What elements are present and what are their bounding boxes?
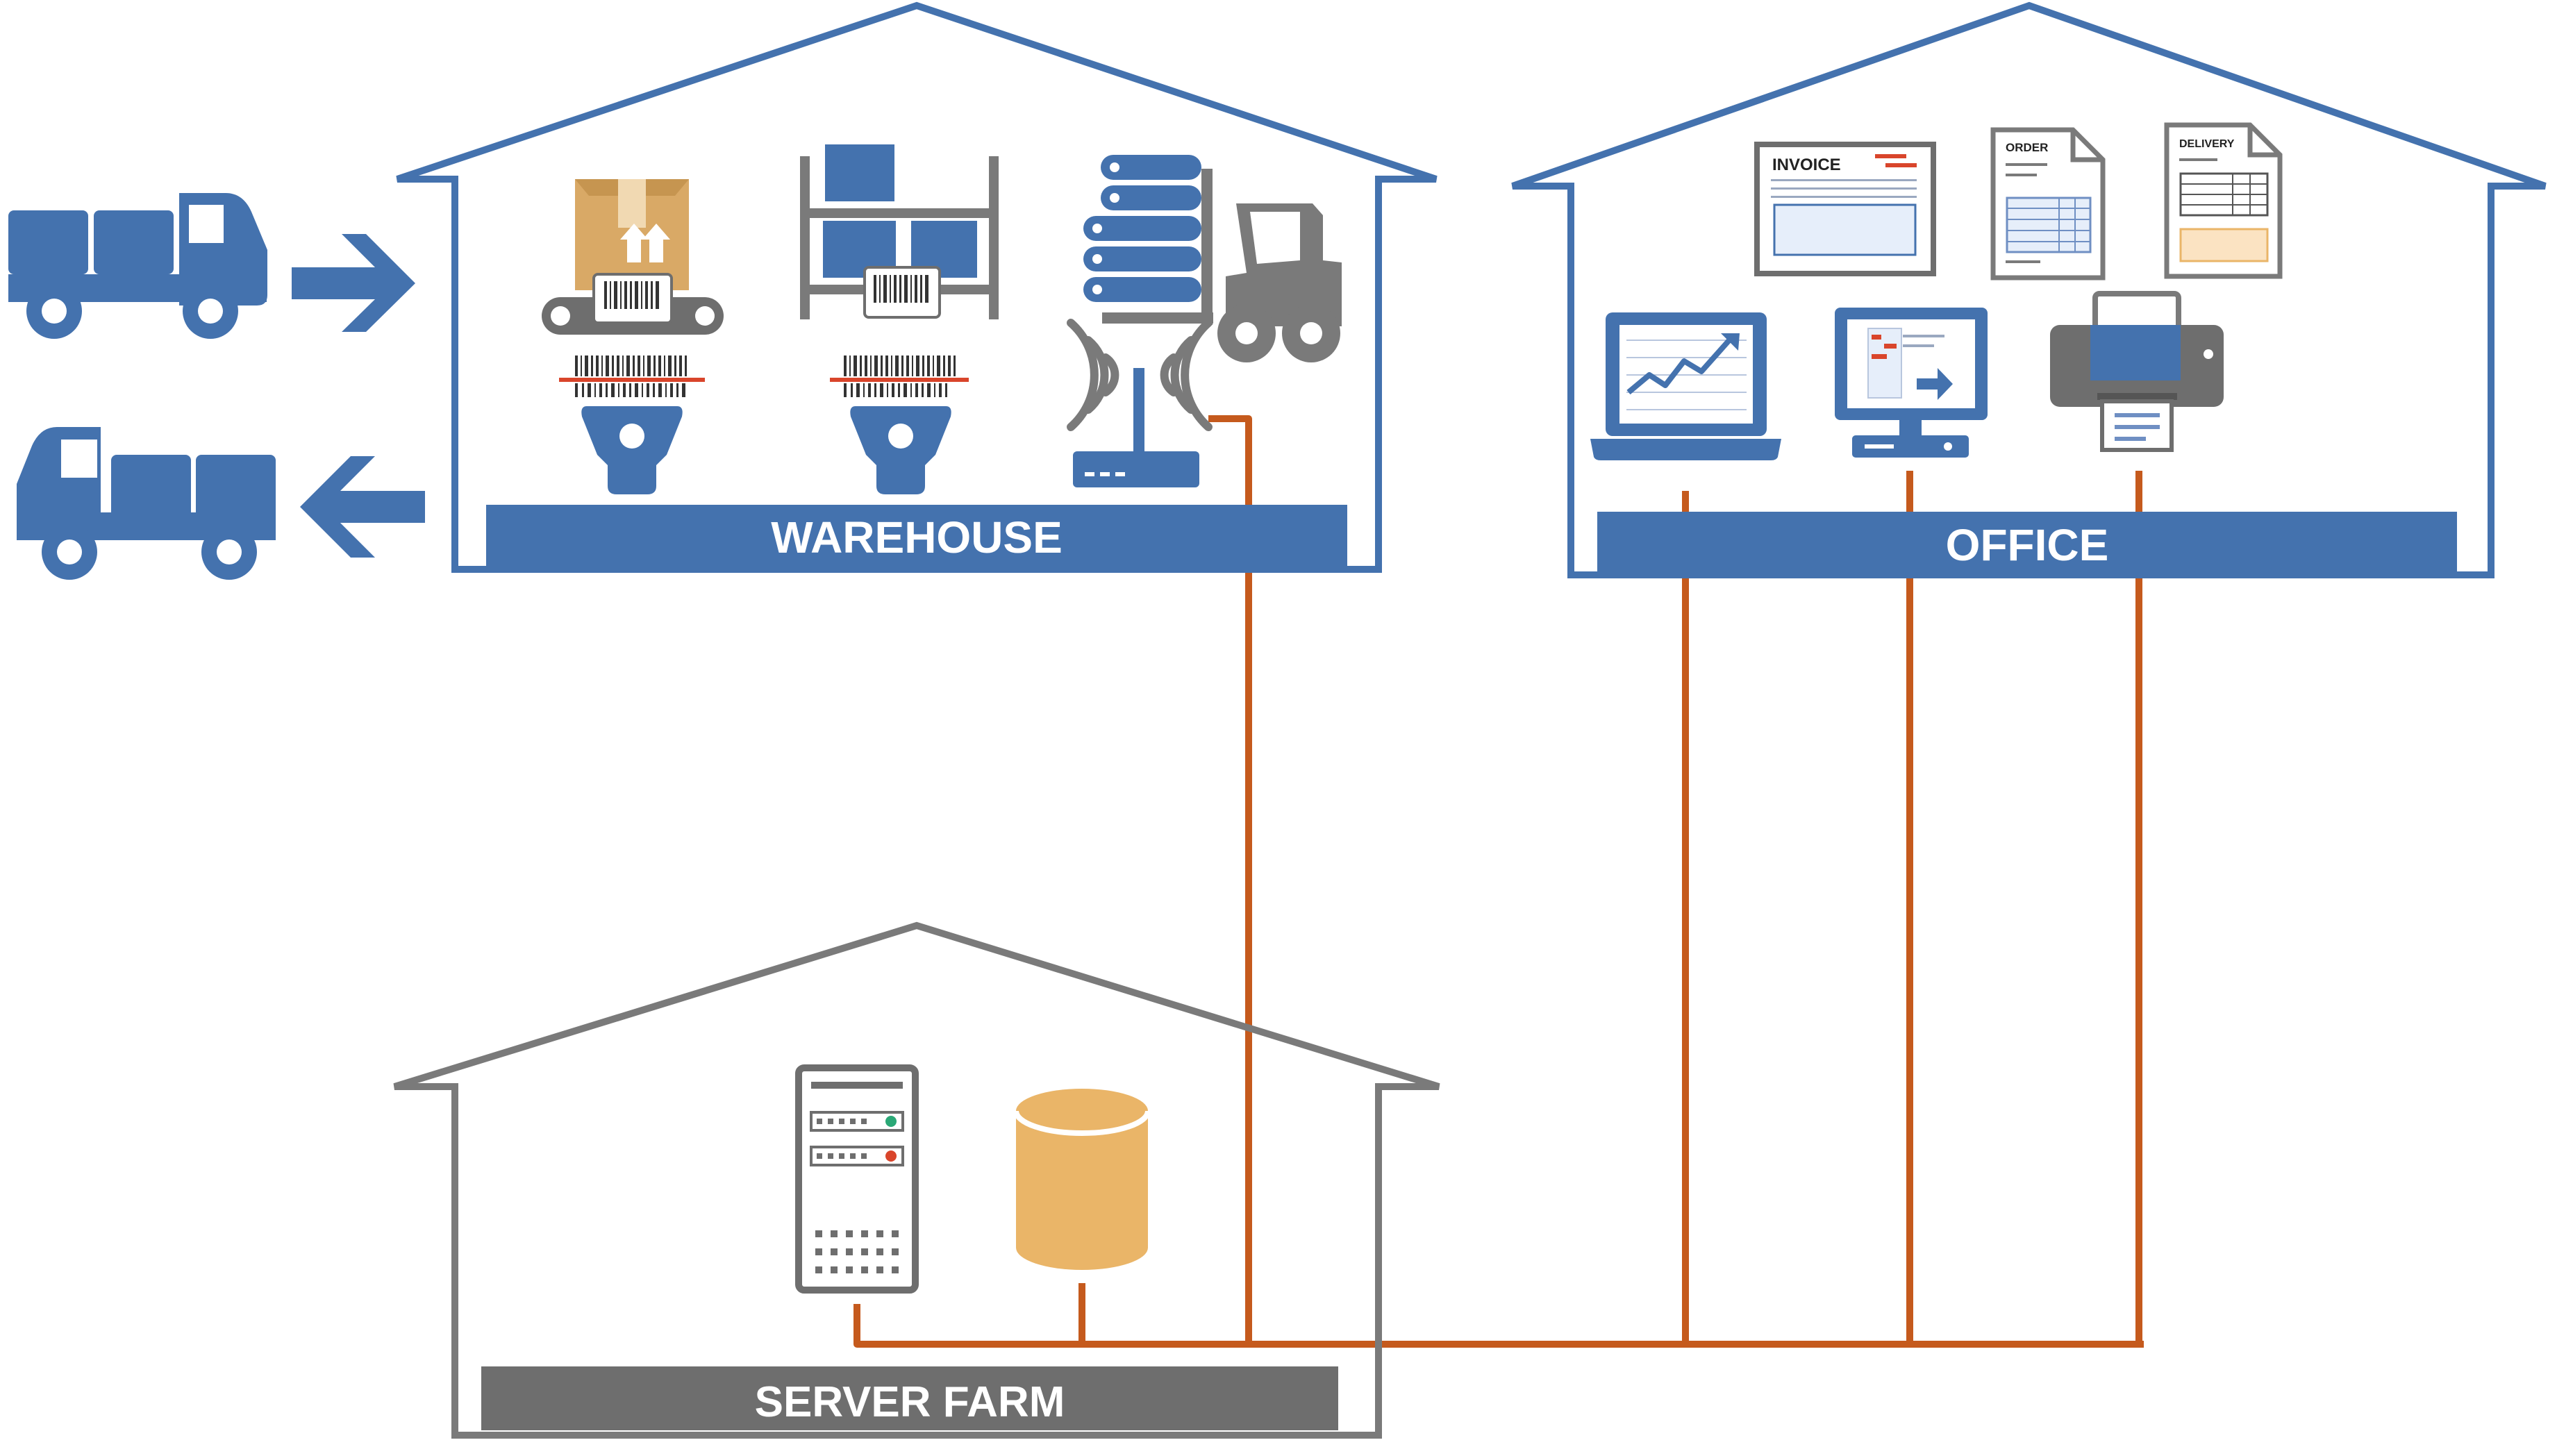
warehouse-label: WAREHOUSE bbox=[771, 512, 1063, 562]
line-wifi-router bbox=[1208, 415, 1252, 1348]
handheld-scanner-icon bbox=[830, 355, 969, 494]
server-farm-label: SERVER FARM bbox=[755, 1378, 1065, 1426]
server-farm-label-bar bbox=[481, 1366, 1338, 1430]
network-bus-line bbox=[853, 1304, 2144, 1348]
handheld-scanner-icon bbox=[559, 355, 705, 494]
server-tower-icon bbox=[795, 1064, 919, 1294]
arrow-right-icon bbox=[292, 234, 415, 332]
order-title: ORDER bbox=[2006, 141, 2048, 154]
truck-incoming-icon bbox=[8, 193, 267, 339]
arrow-left-icon bbox=[300, 456, 425, 558]
order-document-icon: ORDER bbox=[1990, 127, 2106, 281]
server-farm-outline bbox=[393, 921, 1440, 1439]
truck-outgoing-icon bbox=[17, 427, 276, 580]
delivery-document-icon: DELIVERY bbox=[2164, 122, 2283, 279]
warehouse-label-bar bbox=[486, 505, 1347, 571]
office-label-bar bbox=[1597, 512, 2457, 576]
invoice-title: INVOICE bbox=[1772, 156, 1841, 174]
laptop-chart-icon bbox=[1590, 312, 1781, 460]
database-icon bbox=[1013, 1089, 1151, 1270]
printer-icon bbox=[2050, 291, 2224, 452]
server-farm-building: SERVER FARM bbox=[393, 921, 1440, 1439]
invoice-document-icon: INVOICE bbox=[1754, 142, 1936, 276]
warehouse-outline bbox=[396, 1, 1438, 573]
forklift-icon bbox=[1102, 169, 1342, 362]
warehouse-building: WAREHOUSE bbox=[396, 1, 1438, 573]
server-stack-icon bbox=[1083, 155, 1201, 302]
office-building: OFFICE bbox=[1511, 1, 2547, 578]
desktop-monitor-icon bbox=[1835, 308, 1988, 458]
conveyor-box-icon bbox=[542, 179, 724, 335]
network-lines bbox=[853, 415, 2144, 1348]
wifi-router-icon bbox=[1067, 319, 1213, 487]
shelf-rack-icon bbox=[800, 144, 999, 319]
office-outline bbox=[1511, 1, 2547, 578]
office-label: OFFICE bbox=[1946, 520, 2109, 570]
delivery-title: DELIVERY bbox=[2179, 138, 2235, 150]
